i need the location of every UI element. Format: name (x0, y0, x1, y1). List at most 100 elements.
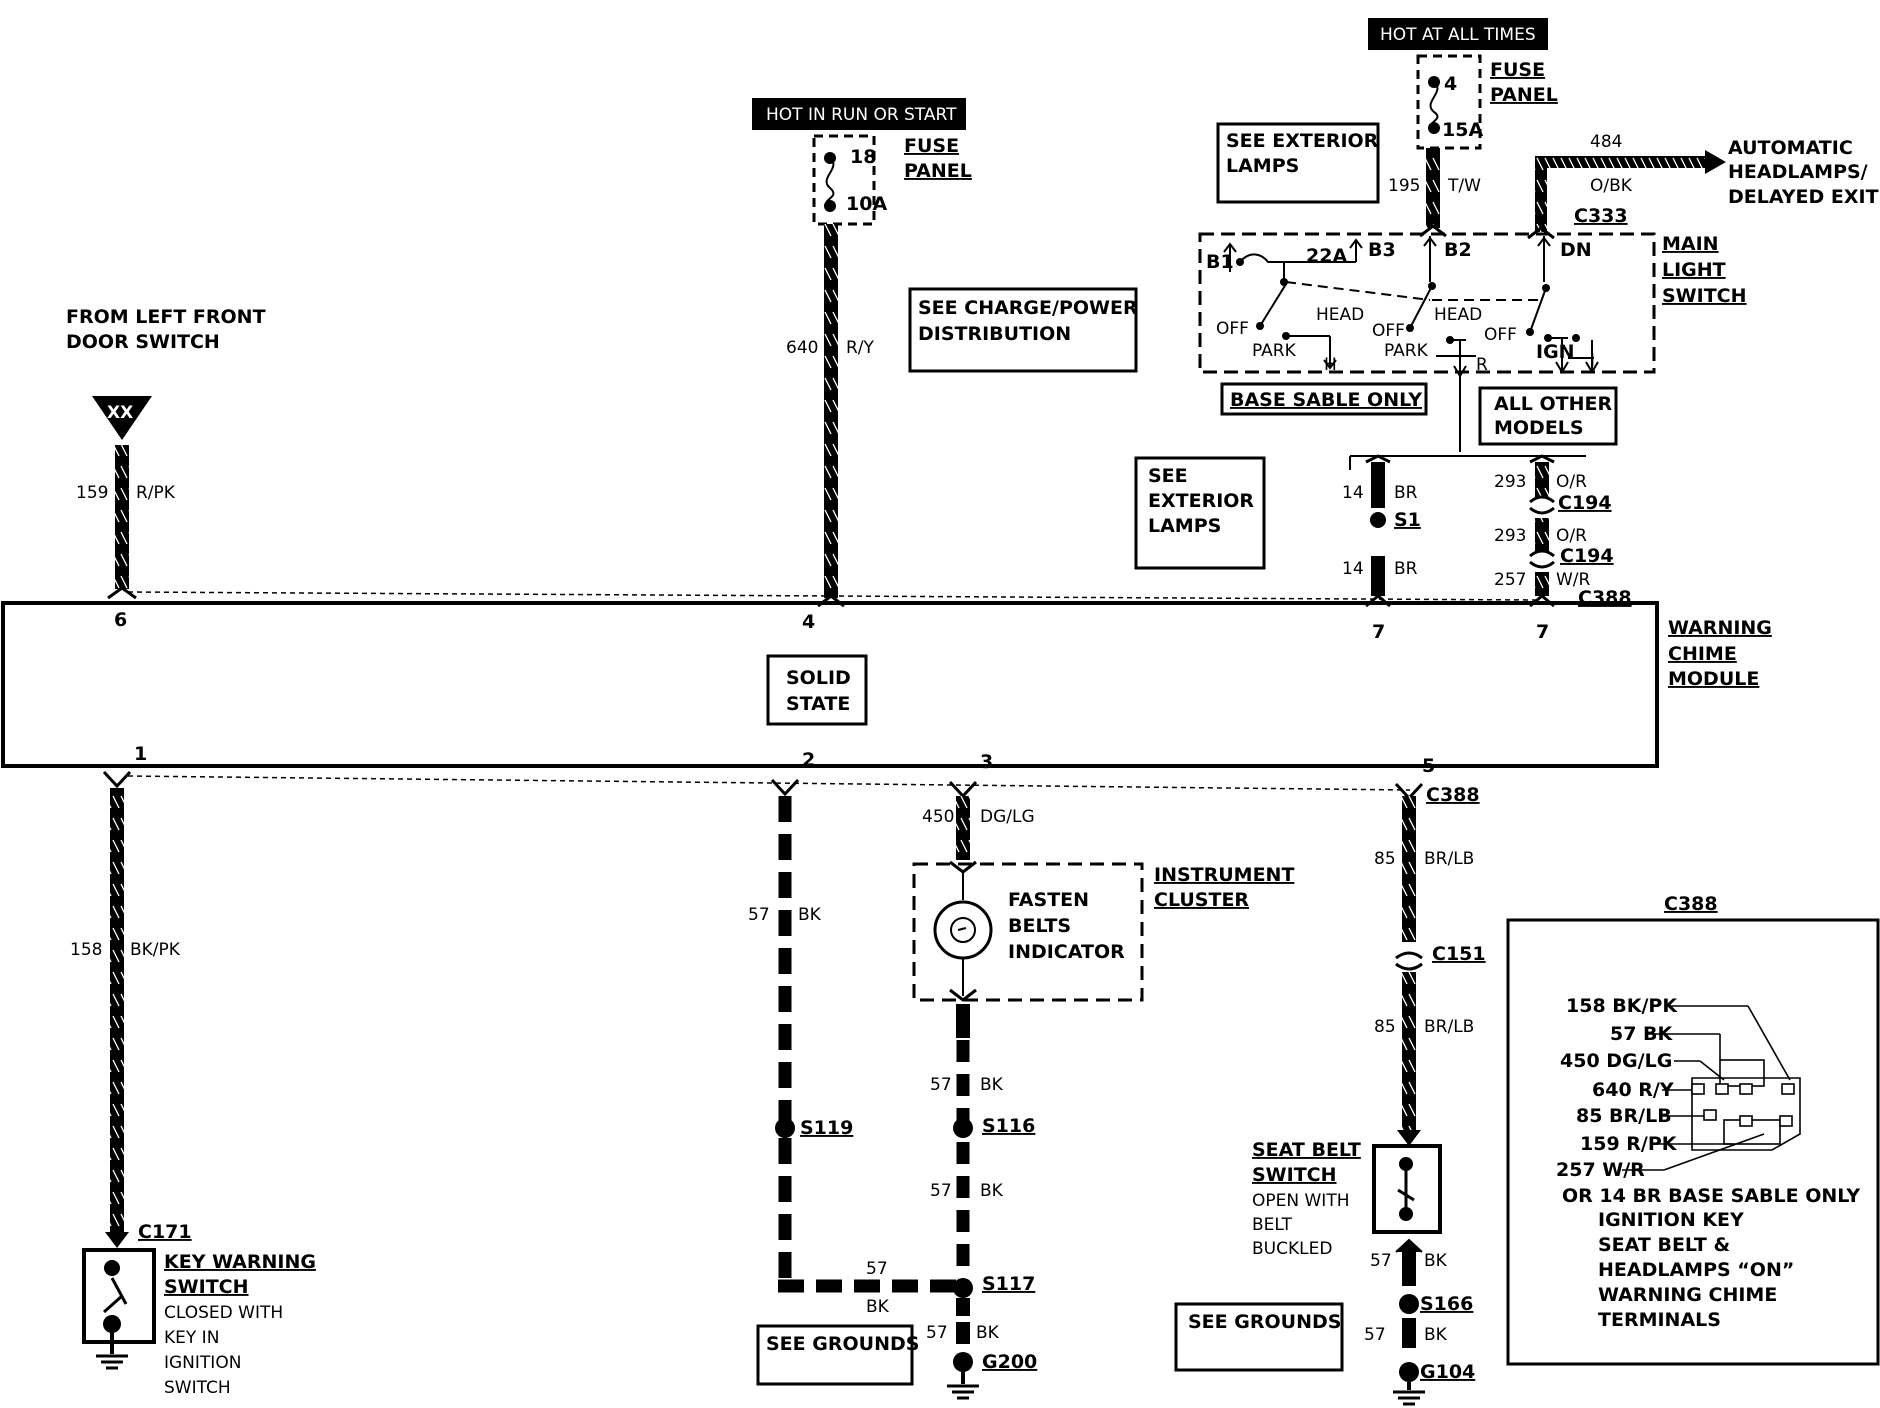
auto-headlamps-line1: AUTOMATIC (1728, 137, 1853, 159)
see-charge-box (908, 287, 1138, 373)
wire-195 (1426, 148, 1440, 228)
sw-dn: DN (1560, 239, 1592, 261)
wire-195-circuit: 195 (1388, 176, 1420, 196)
sw-b1: B1 (1206, 251, 1234, 273)
sw-off-2: OFF (1372, 321, 1405, 341)
key-warning-line2: SWITCH (164, 1276, 249, 1298)
sw-off-1: OFF (1216, 319, 1249, 339)
c388-note-5: WARNING CHIME (1598, 1284, 1777, 1306)
from-door-line1: FROM LEFT FRONT (66, 306, 266, 328)
fuse-panel-label-b1: FUSE (1490, 59, 1545, 81)
pin-2: 2 (802, 749, 815, 771)
fuse-panel-label-b2: PANEL (1490, 84, 1558, 106)
wire-159-color: R/PK (136, 483, 176, 503)
c388b-label: C388 (1426, 784, 1480, 806)
seat-belt-desc2: BELT (1252, 1215, 1293, 1235)
pin-5: 5 (1422, 755, 1435, 777)
c388-wire-6: 159 R/PK (1580, 1133, 1678, 1155)
wire-85b-color: BR/LB (1424, 1017, 1474, 1037)
wire-293b-circuit: 293 (1494, 526, 1526, 546)
hot-all-label-bg (1368, 18, 1548, 50)
from-door-line2: DOOR SWITCH (66, 331, 220, 353)
wire-85a-circuit: 85 (1374, 849, 1396, 869)
fuse-4: 4 15A (1416, 54, 1483, 150)
sw-b3: B3 (1368, 239, 1396, 261)
wire-14-top (1371, 462, 1385, 508)
key-warning-line1: KEY WARNING (164, 1251, 316, 1273)
seat-belt-desc1: OPEN WITH (1252, 1191, 1349, 1211)
wire-14b-circuit: 14 (1342, 559, 1364, 579)
see-grounds-label-2: SEE GROUNDS (1188, 1311, 1341, 1333)
c388-wire-5: 85 BR/LB (1576, 1105, 1672, 1127)
key-warning-desc1: CLOSED WITH (164, 1303, 283, 1323)
pin-3: 3 (980, 751, 993, 773)
hot-all-label: HOT AT ALL TIMES (1380, 25, 1536, 45)
sw-head-2: HEAD (1434, 305, 1482, 325)
wire-640 (824, 224, 838, 598)
wire-57a-circuit: 57 (748, 905, 770, 925)
g104-label: G104 (1420, 1361, 1475, 1383)
wire-14a-circuit: 14 (1342, 483, 1364, 503)
key-warning-desc3: IGNITION (164, 1353, 241, 1373)
pin-1: 1 (134, 743, 147, 765)
c388-note-1: OR 14 BR BASE SABLE ONLY (1562, 1185, 1860, 1207)
wire-450-circuit: 450 (922, 807, 954, 827)
wire-57d-circuit: 57 (926, 1323, 948, 1343)
see-ext-1-line2: LAMPS (1226, 155, 1299, 177)
sw-park-2: PARK (1384, 341, 1429, 361)
sw-b2: B2 (1444, 239, 1472, 261)
warning-chime-line3: MODULE (1668, 668, 1759, 690)
wire-450 (956, 796, 970, 860)
c388-inset-title: C388 (1664, 893, 1718, 915)
fuse-4-number: 4 (1444, 73, 1457, 95)
wire-293a-circuit: 293 (1494, 472, 1526, 492)
wire-57c-circuit: 57 (930, 1181, 952, 1201)
wire-195-color: T/W (1447, 176, 1481, 196)
wire-57a-color: BK (798, 905, 822, 925)
wire-257-circuit: 257 (1494, 570, 1526, 590)
wire-293a-color: O/R (1556, 472, 1587, 492)
g200-label: G200 (982, 1351, 1037, 1373)
c388-note-2: IGNITION KEY (1598, 1209, 1744, 1231)
instrument-cluster-line1: INSTRUMENT (1154, 864, 1294, 886)
see-charge-line1: SEE CHARGE/POWER (918, 297, 1138, 319)
main-light-switch-line1: MAIN (1662, 233, 1719, 255)
seat-belt-line2: SWITCH (1252, 1164, 1337, 1186)
wire-159-circuit: 159 (76, 483, 108, 503)
fuse-18-amperage: 10A (846, 193, 887, 215)
pin-4: 4 (802, 611, 815, 633)
xx-label: XX (107, 403, 133, 423)
c388-note-4: HEADLAMPS “ON” (1598, 1259, 1794, 1281)
warning-chime-line1: WARNING (1668, 617, 1772, 639)
wire-640-circuit: 640 (786, 338, 818, 358)
wire-640-color: R/Y (846, 338, 875, 358)
sw-r: R (1476, 355, 1488, 375)
wire-484-horizontal (1535, 156, 1707, 168)
see-ext-2-line3: LAMPS (1148, 515, 1221, 537)
wire-484-color: O/BK (1590, 176, 1633, 196)
wire-57d-color: BK (976, 1323, 1000, 1343)
wire-57g-circuit: 57 (1364, 1325, 1386, 1345)
wire-57c-color: BK (980, 1181, 1004, 1201)
see-ext-1-line1: SEE EXTERIOR (1226, 130, 1379, 152)
auto-headlamps-line3: DELAYED EXIT (1728, 186, 1879, 208)
fuse-panel-label-a2: PANEL (904, 160, 972, 182)
base-sable-label: BASE SABLE ONLY (1230, 389, 1422, 411)
see-ext-box-2 (1134, 456, 1266, 570)
seat-belt-line1: SEAT BELT (1252, 1139, 1361, 1161)
ground-g200 (947, 1352, 979, 1400)
s116-label: S116 (982, 1115, 1035, 1137)
wire-85b-circuit: 85 (1374, 1017, 1396, 1037)
xx-connector (92, 396, 152, 440)
wire-57b-circuit: 57 (930, 1075, 952, 1095)
fasten-belts-indicator (912, 860, 1144, 1002)
wire-158-color: BK/PK (130, 940, 181, 960)
solid-state-box (766, 654, 868, 726)
wire-14-bottom (1371, 556, 1385, 596)
base-sable-box (1220, 382, 1428, 416)
c151-label: C151 (1432, 943, 1486, 965)
fasten-belts-line1: FASTEN (1008, 889, 1089, 911)
sw-ign: IGN (1536, 341, 1575, 363)
pin-7a: 7 (1372, 621, 1385, 643)
